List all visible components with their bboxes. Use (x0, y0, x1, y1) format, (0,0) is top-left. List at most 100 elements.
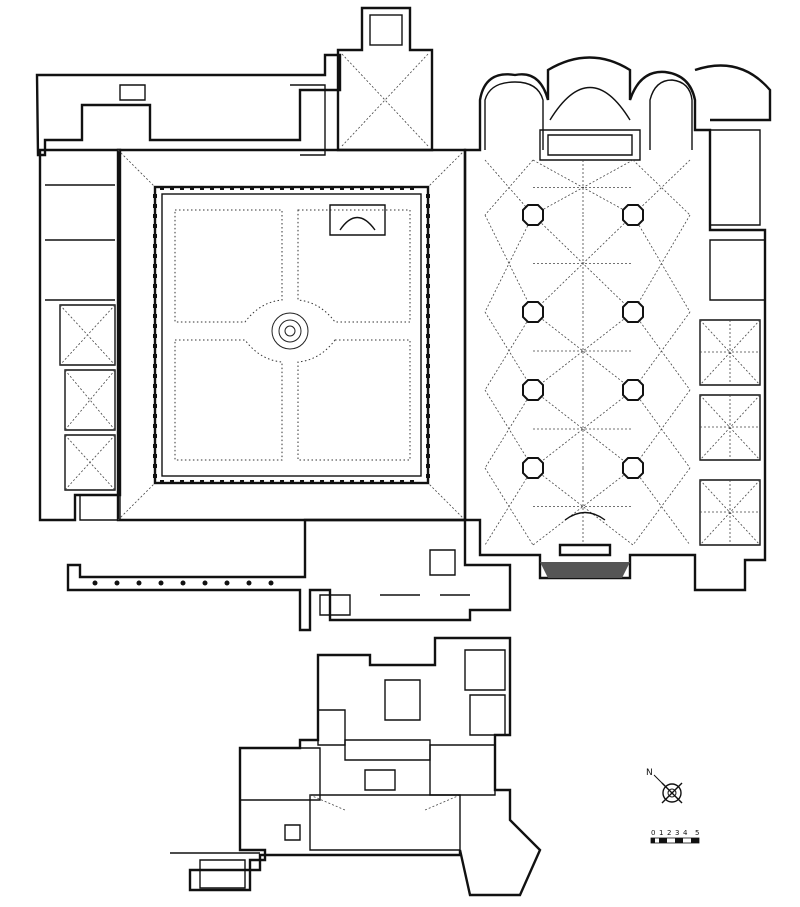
arcade-column (220, 480, 224, 484)
arcade-column (200, 186, 204, 190)
arcade-column (230, 480, 234, 484)
arcade-column (330, 480, 334, 484)
vault-rib (632, 214, 691, 313)
vault-rib (632, 159, 691, 216)
arcade-column (426, 394, 430, 398)
arcade-column (153, 284, 157, 288)
arcade-column (360, 186, 364, 190)
arcade-column (153, 424, 157, 428)
arcade-column (280, 480, 284, 484)
arcade-column (153, 264, 157, 268)
arcade-column (220, 186, 224, 190)
west-range (35, 53, 342, 522)
arcade-column (370, 186, 374, 190)
nave-pier (522, 204, 544, 226)
arcade-column (380, 480, 384, 484)
arcade-column (153, 334, 157, 338)
arcade-column (426, 404, 430, 408)
arcade-column (153, 444, 157, 448)
arcade-column (153, 274, 157, 278)
nave-pier (522, 379, 544, 401)
cloister (116, 148, 467, 522)
arcade-column (153, 244, 157, 248)
vault-rib (632, 311, 691, 391)
arcade-column (426, 234, 430, 238)
arcade-column (400, 480, 404, 484)
arcade-column (153, 254, 157, 258)
nave-pier (622, 204, 644, 226)
arcade-column (153, 194, 157, 198)
arcade-column (350, 480, 354, 484)
south-passage (66, 518, 512, 632)
arcade-column (300, 186, 304, 190)
arcade-column (210, 480, 214, 484)
vault-rib (532, 389, 634, 469)
arcade-column (153, 314, 157, 318)
vault-rib (484, 467, 534, 546)
arcade-column (426, 284, 430, 288)
arcade-column (200, 480, 204, 484)
arcade-column (426, 434, 430, 438)
arcade-column (153, 204, 157, 208)
arcade-column (290, 480, 294, 484)
arcade-column (153, 414, 157, 418)
arcade-column (426, 254, 430, 258)
vault-rib (532, 467, 634, 546)
arcade-column (426, 364, 430, 368)
arcade-column (426, 264, 430, 268)
arcade-column (426, 474, 430, 478)
arcade-column (426, 424, 430, 428)
arcade-column (426, 344, 430, 348)
arcade-column (230, 186, 234, 190)
arcade-column (153, 214, 157, 218)
nave-pier (522, 457, 544, 479)
arcade-column (426, 444, 430, 448)
nave-pier (622, 379, 644, 401)
church (463, 56, 772, 592)
arcade-column (153, 364, 157, 368)
arcade-column (190, 186, 194, 190)
arcade-column (426, 324, 430, 328)
arcade-column (270, 480, 274, 484)
passage-column (202, 580, 208, 586)
arcade-column (300, 480, 304, 484)
arcade-column (426, 294, 430, 298)
arcade-column (153, 394, 157, 398)
north-label: N (646, 768, 653, 778)
lower-building (170, 636, 542, 897)
arcade-column (153, 234, 157, 238)
north-arrow-icon: N (646, 768, 683, 804)
arcade-column (426, 334, 430, 338)
vault-rib (484, 311, 534, 391)
arcade-column (360, 480, 364, 484)
arcade-column (153, 404, 157, 408)
nave-pier (622, 301, 644, 323)
vault-rib (532, 467, 634, 546)
arcade-column (426, 464, 430, 468)
arcade-column (153, 434, 157, 438)
scale-tick-5: 5 (695, 829, 699, 837)
arcade-column (340, 186, 344, 190)
arcade-column (180, 186, 184, 190)
arcade-column (390, 186, 394, 190)
arcade-column (160, 186, 164, 190)
arcade-column (426, 354, 430, 358)
arcade-column (426, 414, 430, 418)
arcade-column (426, 274, 430, 278)
arcade-column (260, 480, 264, 484)
arcade-columns (153, 186, 430, 484)
arcade-column (426, 384, 430, 388)
arcade-column (153, 454, 157, 458)
arcade-column (410, 186, 414, 190)
scale-bar: 0 1 2 3 4 5 (650, 829, 699, 844)
arcade-column (250, 186, 254, 190)
passage-column (136, 580, 142, 586)
arcade-column (153, 464, 157, 468)
arcade-column (426, 204, 430, 208)
arcade-column (400, 186, 404, 190)
arcade-column (153, 374, 157, 378)
arcade-column (260, 186, 264, 190)
arcade-column (290, 186, 294, 190)
arcade-column (160, 480, 164, 484)
